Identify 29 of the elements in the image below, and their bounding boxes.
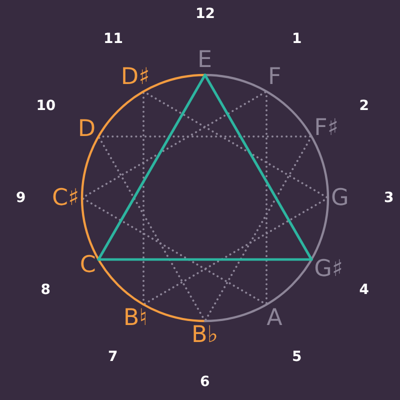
- note-label: D♯: [120, 66, 150, 89]
- position-number: 5: [292, 350, 302, 364]
- position-number: 7: [108, 350, 118, 364]
- position-number: 9: [16, 191, 26, 205]
- note-label: B♮: [123, 307, 148, 330]
- position-number: 10: [36, 99, 56, 113]
- note-label: F: [268, 66, 282, 90]
- note-label: D: [78, 118, 96, 142]
- position-number: 8: [40, 283, 50, 297]
- position-number: 6: [200, 375, 210, 389]
- position-number: 12: [196, 7, 215, 21]
- position-number: 11: [104, 32, 123, 46]
- note-label: F♯: [314, 116, 338, 140]
- triangle-line: [97, 74, 206, 261]
- triangle-line: [97, 258, 313, 261]
- note-label: A: [266, 307, 282, 330]
- note-label: G♯: [314, 258, 344, 281]
- position-number: 1: [292, 32, 302, 46]
- note-label: C: [80, 254, 96, 278]
- note-label: C♯: [52, 186, 80, 210]
- note-label: E: [198, 49, 212, 72]
- note-label: B♭: [192, 324, 218, 347]
- position-number: 3: [384, 191, 394, 205]
- circle-arc: [81, 74, 206, 322]
- triangle-line: [204, 74, 313, 261]
- position-number: 2: [359, 99, 370, 113]
- note-label: G: [331, 186, 349, 210]
- position-number: 4: [359, 283, 370, 297]
- circle-arc: [204, 74, 329, 322]
